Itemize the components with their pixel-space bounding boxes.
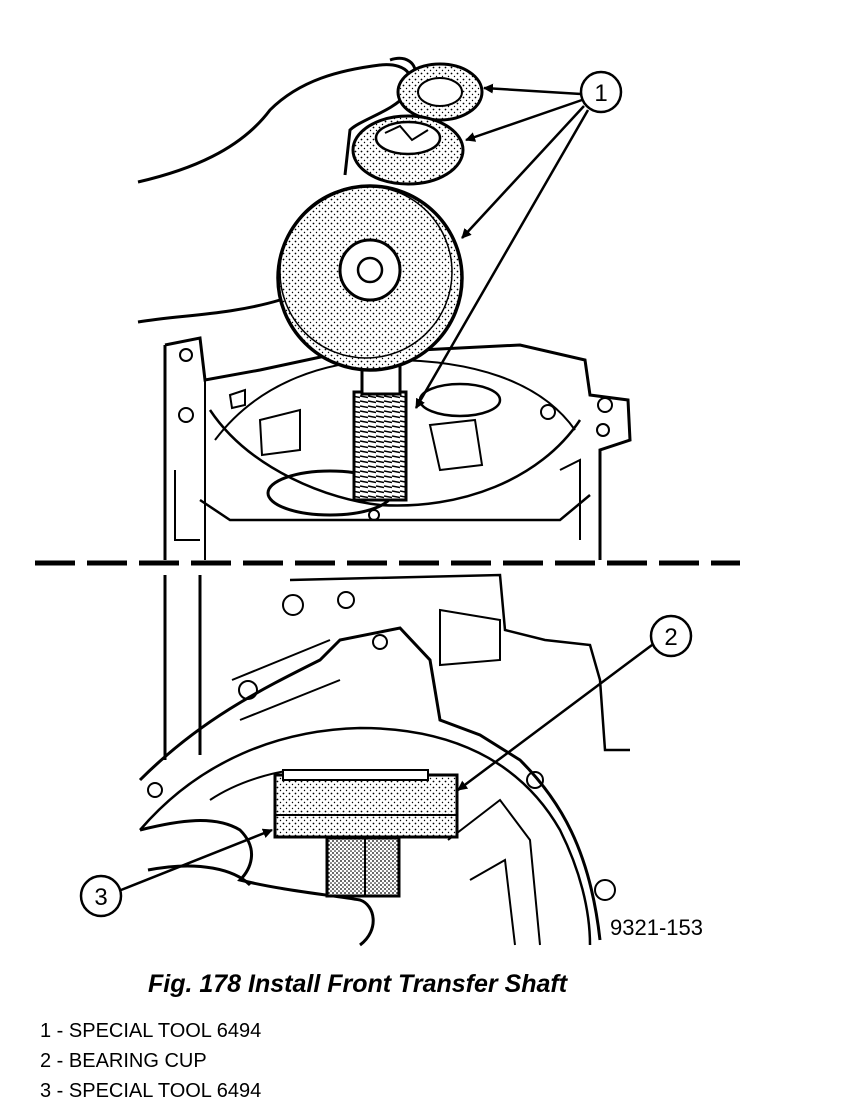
washer-tool xyxy=(396,62,484,122)
lower-hand-fingers xyxy=(147,864,252,887)
nut-tool xyxy=(351,114,465,186)
bearing-cup-installer xyxy=(273,769,459,839)
lower-case-bolt-holes xyxy=(147,591,616,901)
callout-2-number: 2 xyxy=(664,624,677,651)
legend-item: 2 - BEARING CUP xyxy=(40,1050,207,1072)
lower-hand xyxy=(139,819,375,947)
lower-case-housing xyxy=(138,573,630,946)
upper-hand-left xyxy=(137,63,413,184)
callout-1-number: 1 xyxy=(594,80,607,107)
callout-3-number: 3 xyxy=(94,884,107,911)
legend-item: 3 - SPECIAL TOOL 6494 xyxy=(40,1080,262,1102)
callout-2: 2 xyxy=(457,614,693,792)
upper-case-bolt-holes xyxy=(178,348,613,521)
installer-handle xyxy=(325,836,401,898)
installer-disc xyxy=(276,184,464,372)
figure-id-label: 9321-153 xyxy=(610,915,703,940)
legend-item: 1 - SPECIAL TOOL 6494 xyxy=(40,1020,262,1042)
upper-bearing-bore xyxy=(418,382,502,418)
installation-diagram: 1 2 xyxy=(35,56,740,947)
callout-1: 1 xyxy=(414,70,623,409)
callout-3: 3 xyxy=(79,828,273,918)
threaded-shaft xyxy=(352,390,408,502)
parts-legend: 1 - SPECIAL TOOL 6494 2 - BEARING CUP 3 … xyxy=(40,1016,261,1106)
figure-caption: Fig. 178 Install Front Transfer Shaft xyxy=(148,970,568,998)
upper-hand-right xyxy=(137,298,281,324)
